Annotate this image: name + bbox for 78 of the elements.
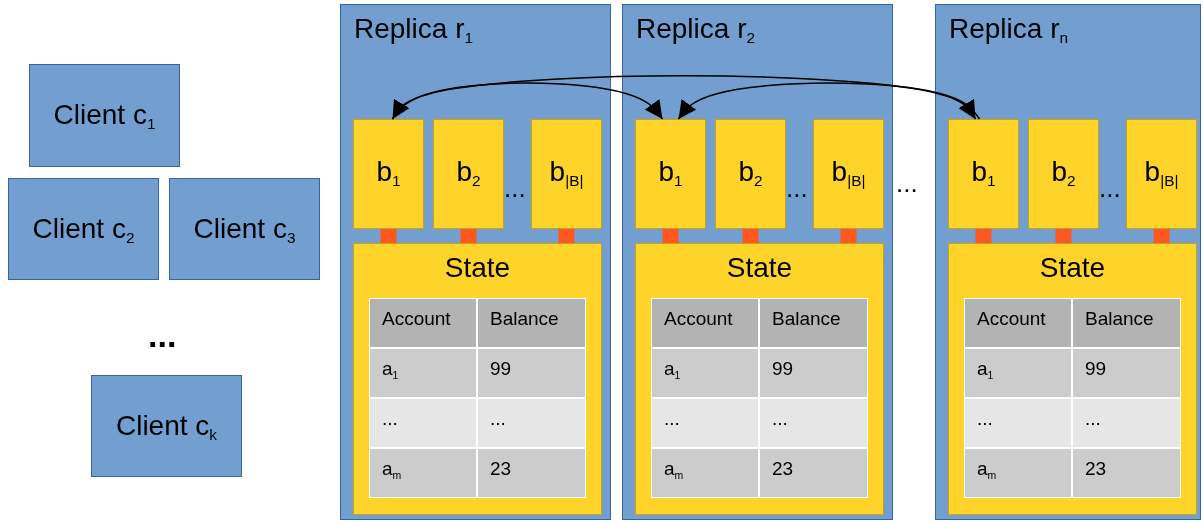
ellipsis: ...: [896, 168, 918, 199]
connector-bar: [460, 229, 477, 243]
table-cell: ...: [759, 398, 868, 448]
connector-bar: [662, 229, 679, 243]
table-cell: ...: [964, 398, 1072, 448]
connector-bar: [742, 229, 759, 243]
block-box: [531, 119, 602, 229]
state-title: State: [1038, 252, 1107, 284]
ellipsis: ...: [148, 316, 177, 355]
ellipsis: ...: [504, 173, 526, 204]
table-cell: 23: [759, 448, 868, 498]
connector-bar: [975, 229, 992, 243]
table-cell: 23: [477, 448, 586, 498]
block-label: b$_{1}$: [375, 156, 402, 191]
connector-bar: [558, 229, 575, 243]
block-box: [1028, 119, 1099, 229]
state-title: State: [725, 252, 794, 284]
state-box: [635, 243, 884, 515]
table-cell: 99: [1072, 348, 1181, 398]
table-cell: a$_{1}$: [651, 348, 759, 398]
block-box: [635, 119, 706, 229]
client-box: [169, 178, 320, 280]
table-cell: 23: [1072, 448, 1181, 498]
replica-title: Replica r$_{n}$: [949, 13, 1069, 48]
table-cell: ...: [1072, 398, 1181, 448]
table-cell: a$_{m}$: [964, 448, 1072, 498]
ellipsis: ...: [1099, 173, 1121, 204]
table-cell: ...: [477, 398, 586, 448]
table-cell: a$_{m}$: [369, 448, 477, 498]
block-box: [353, 119, 424, 229]
replica-panel: [935, 4, 1201, 520]
block-box: [1126, 119, 1197, 229]
block-box: [948, 119, 1019, 229]
block-label: b$_{2}$: [455, 156, 482, 191]
state-title: State: [443, 252, 512, 284]
replica-title: Replica r$_{1}$: [354, 13, 474, 48]
block-label: b$_{2}$: [737, 156, 764, 191]
client-label: Client c$_{3}$: [192, 213, 297, 248]
client-label: Client c$_{k}$: [114, 410, 219, 445]
arrow: [391, 75, 977, 120]
table-cell: 99: [477, 348, 586, 398]
table-cell: Balance: [759, 298, 868, 348]
connector-bar: [1055, 229, 1072, 243]
replica-title: Replica r$_{2}$: [636, 13, 756, 48]
table-cell: Account: [651, 298, 759, 348]
table-cell: a$_{m}$: [651, 448, 759, 498]
table-cell: a$_{1}$: [964, 348, 1072, 398]
client-label: Client c$_{1}$: [52, 99, 157, 134]
block-label: b$_{1}$: [657, 156, 684, 191]
table-cell: Account: [369, 298, 477, 348]
replica-panel: [622, 4, 893, 520]
connector-bar: [1153, 229, 1170, 243]
arrow: [677, 82, 981, 120]
block-label: b$_{|B|}$: [1143, 156, 1180, 191]
block-label: b$_{|B|}$: [830, 156, 867, 191]
table-cell: Balance: [1072, 298, 1181, 348]
table-cell: Account: [964, 298, 1072, 348]
client-box: [91, 375, 242, 477]
ellipsis: ...: [786, 173, 808, 204]
state-box: [948, 243, 1197, 515]
table-cell: ...: [651, 398, 759, 448]
table-cell: Balance: [477, 298, 586, 348]
block-label: b$_{2}$: [1050, 156, 1077, 191]
block-label: b$_{1}$: [970, 156, 997, 191]
table-cell: a$_{1}$: [369, 348, 477, 398]
table-cell: 99: [759, 348, 868, 398]
client-box: [29, 64, 180, 167]
block-box: [813, 119, 884, 229]
state-box: [353, 243, 602, 515]
table-cell: ...: [369, 398, 477, 448]
block-label: b$_{|B|}$: [548, 156, 585, 191]
client-label: Client c$_{2}$: [31, 213, 136, 248]
connector-bar: [380, 229, 397, 243]
block-box: [715, 119, 786, 229]
connector-bar: [840, 229, 857, 243]
replica-panel: [340, 4, 611, 520]
client-box: [8, 178, 159, 280]
block-box: [433, 119, 504, 229]
